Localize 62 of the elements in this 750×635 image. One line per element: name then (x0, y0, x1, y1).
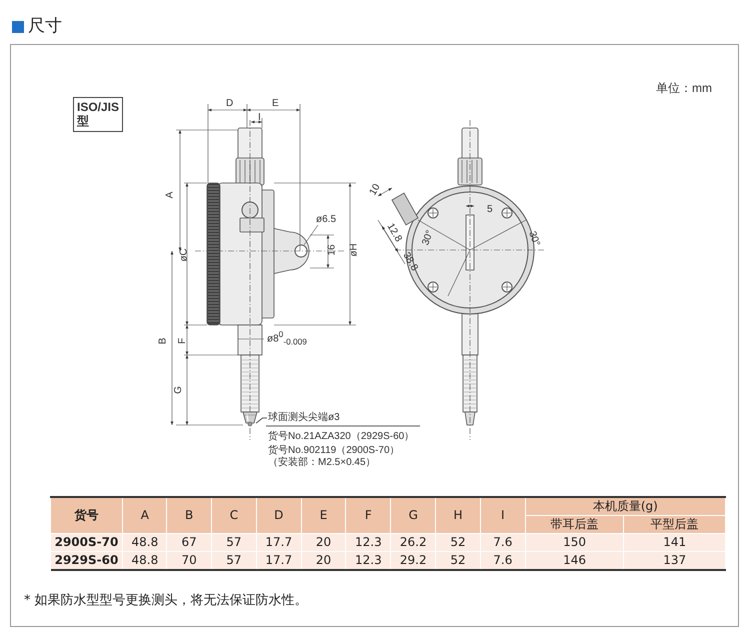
dimension-label: ø6.5 (316, 215, 336, 225)
dimension-label: 30° (421, 229, 436, 247)
header-cell: 带耳后盖 (525, 516, 624, 534)
dimension-label: B (158, 338, 168, 344)
table-cell: 2929S-60 (50, 552, 123, 570)
header-cell: H (436, 497, 480, 534)
table-cell: 57 (212, 534, 256, 552)
table-cell: 17.7 (256, 552, 302, 570)
header-cell: D (256, 497, 302, 534)
probe-tip-drawing (242, 412, 258, 426)
header-cell: C (212, 497, 256, 534)
part-number-note: 货号No.21AZA320（2929S-60） (268, 432, 414, 442)
table-cell: 146 (525, 552, 624, 570)
table-cell: 57 (212, 552, 256, 570)
dimension-label: øC (180, 248, 190, 262)
table-cell: 67 (166, 534, 212, 552)
unit-note: 单位：mm (656, 82, 712, 94)
dimension-label: A (165, 192, 176, 198)
dimension-label: I (258, 113, 261, 123)
header-cell: 平型后盖 (624, 516, 726, 534)
header-cell: A (122, 497, 167, 534)
dimension-label: F (178, 338, 188, 344)
dimension-label: øH (350, 243, 360, 257)
header-cell: B (166, 497, 212, 534)
part-number-note: 货号No.902119（2900S-70） (268, 446, 400, 456)
dimension-label: 10 (368, 182, 383, 198)
table-cell: 7.6 (480, 534, 526, 552)
dimension-label: G (174, 386, 184, 394)
standard-label: ISO/JIS 型 (73, 97, 123, 132)
part-number-note: （安装部：M2.5×0.45） (268, 458, 376, 468)
footnote: * 如果防水型型号更换测头，将无法保证防水性。 (24, 592, 308, 609)
table-cell: 141 (624, 534, 726, 552)
table-cell: 20 (301, 534, 346, 552)
dimension-label: D (226, 99, 234, 109)
header-cell: E (301, 497, 346, 534)
dimension-label: 16 (328, 244, 338, 256)
header-cell: G (390, 497, 436, 534)
table-cell: 17.7 (256, 534, 302, 552)
table-cell: 20 (301, 552, 346, 570)
table-cell: 29.2 (390, 552, 436, 570)
title: 尺寸 (28, 16, 62, 36)
header-cell: I (480, 497, 526, 534)
dimension-label: 30° (526, 230, 541, 248)
header-cell: F (346, 497, 391, 534)
table-cell: 52 (436, 534, 480, 552)
table-cell: 7.6 (480, 552, 526, 570)
table-cell: 48.8 (122, 534, 167, 552)
table-cell: 137 (624, 552, 726, 570)
table-cell: 12.3 (346, 534, 391, 552)
table-cell: 150 (525, 534, 624, 552)
header-cell: 本机质量(g) (525, 497, 726, 516)
table-cell: 52 (436, 552, 480, 570)
leader-label: 球面测头尖端ø3 (268, 413, 340, 423)
dimension-label: 5 (487, 205, 493, 215)
table-cell: 70 (166, 552, 212, 570)
table-cell: 48.8 (122, 552, 167, 570)
leader-line (256, 418, 268, 424)
dimension-label: E (272, 99, 279, 109)
table-cell: 12.3 (346, 552, 391, 570)
table-cell: 2900S-70 (50, 534, 123, 552)
header-cell: 货号 (50, 497, 123, 534)
table-cell: 26.2 (390, 534, 436, 552)
